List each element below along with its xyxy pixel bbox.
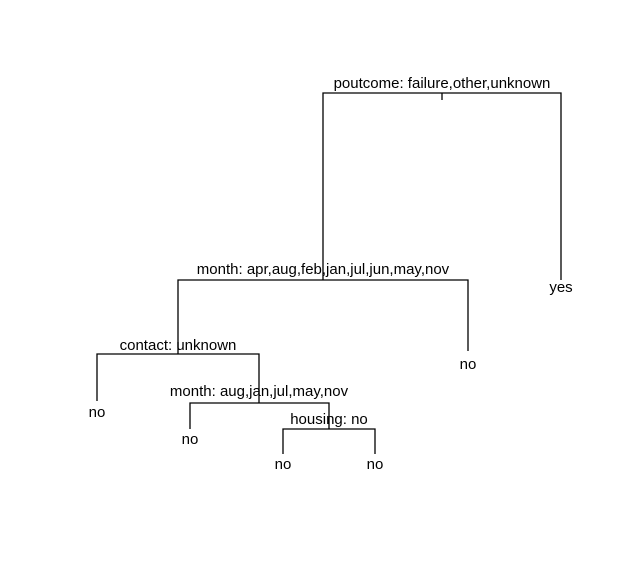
leaf-no-month2: no [182,431,199,448]
split-label-month-2: month: aug,jan,jul,may,nov [170,383,349,400]
split-node-housing: housing: no [282,411,376,454]
leaf-yes: yes [549,279,572,296]
split-node-month-2: month: aug,jan,jul,may,nov [170,383,349,429]
leaf-no-contact: no [89,404,106,421]
split-label-month-1: month: apr,aug,feb,jan,jul,jun,may,nov [197,261,450,278]
branch-month-1 [177,279,469,354]
branch-contact [96,353,260,403]
split-node-month-1: month: apr,aug,feb,jan,jul,jun,may,nov [177,261,469,354]
split-label-poutcome: poutcome: failure,other,unknown [334,75,551,92]
split-label-housing: housing: no [290,411,368,428]
branch-month-2 [189,402,330,429]
branch-housing [282,428,376,454]
split-node-poutcome: poutcome: failure,other,unknown [322,75,562,280]
leaf-no-month1: no [460,356,477,373]
branch-poutcome [322,92,562,280]
leaf-no-housing-left: no [275,456,292,473]
split-node-contact: contact: unknown [96,337,260,403]
leaf-no-housing-right: no [367,456,384,473]
split-label-contact: contact: unknown [120,337,237,354]
